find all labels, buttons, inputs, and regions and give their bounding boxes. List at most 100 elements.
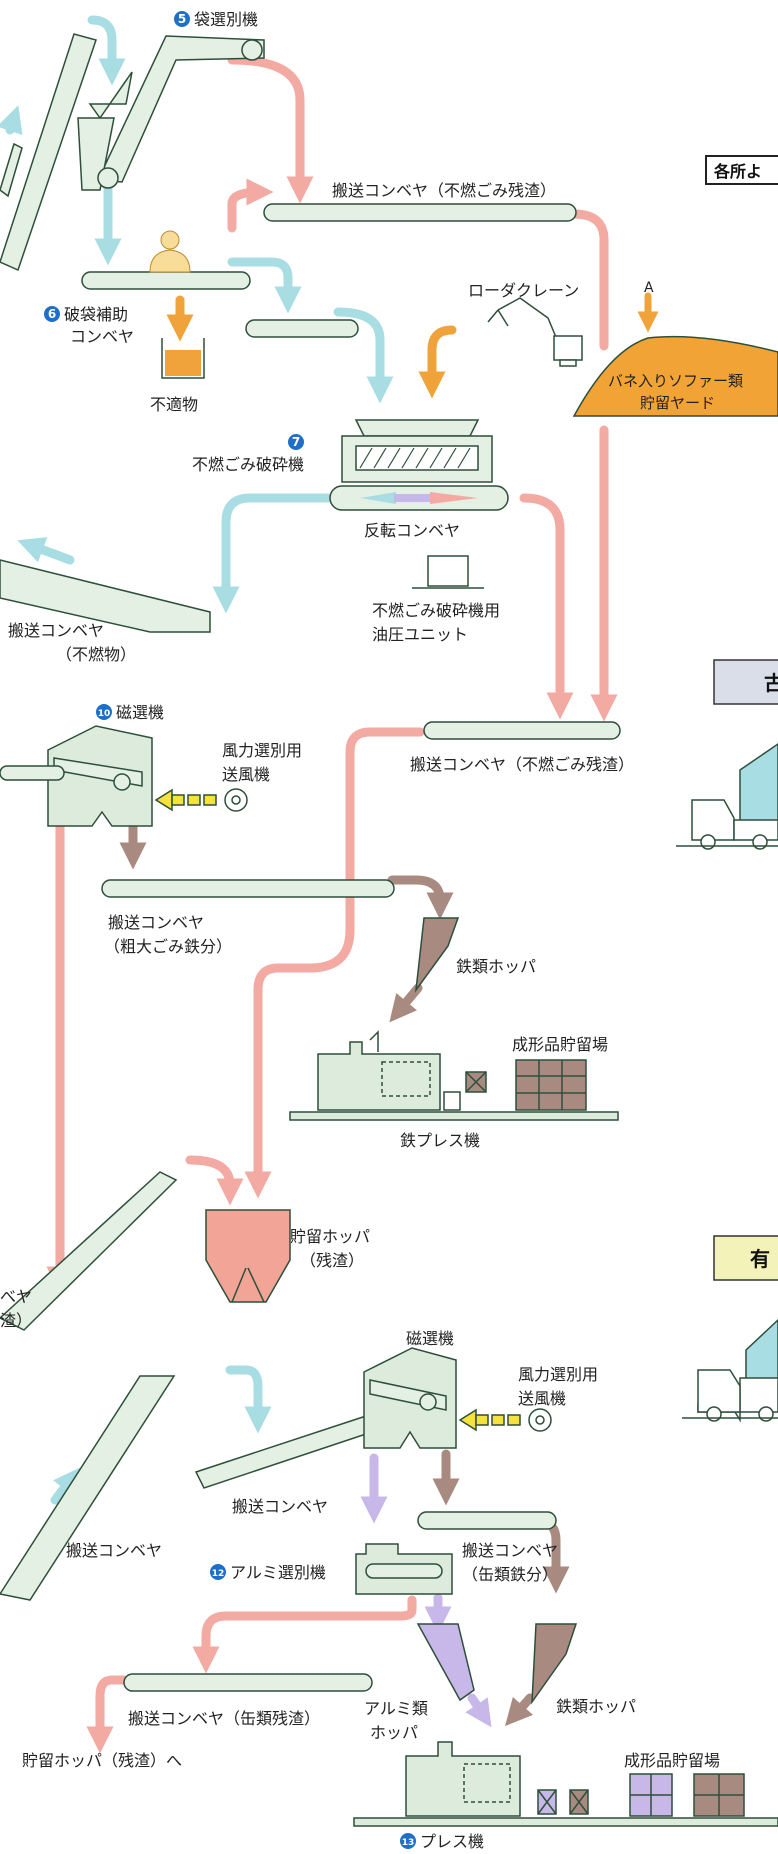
badge-6-text: 6 [48, 307, 56, 321]
inclined-conveyor-nonburnables [0, 559, 211, 633]
magnetic-separator-1 [0, 725, 153, 827]
label-bulky-iron-1: 搬送コンベヤ [108, 913, 204, 932]
label-conveyor-a: 搬送コンベヤ [232, 1497, 328, 1516]
iron-hopper-1 [414, 917, 460, 993]
label-can-iron-2: （缶類鉄分） [462, 1565, 558, 1584]
flow-cyan-6 [225, 1365, 272, 1434]
label-marker-a: A [644, 280, 654, 296]
belt-conveyors [81, 203, 621, 1692]
label-can-residue: 搬送コンベヤ（缶類残渣） [128, 1709, 320, 1728]
flow-lines [0, 15, 659, 1754]
label-crusher: 不燃ごみ破砕機 [192, 455, 304, 474]
flow-pink-6 [244, 727, 425, 1199]
inclined-conveyor-top-left [0, 33, 97, 272]
conveyor-bulky-iron [101, 879, 395, 898]
badge-6 [44, 306, 60, 322]
crusher-machine [329, 419, 509, 511]
storage-yard-pile [572, 335, 778, 417]
step-badges: 5 6 7 10 12 13 [44, 11, 416, 1849]
conveyor-nonburnable-residue-top [263, 203, 577, 222]
section-box-top [705, 155, 778, 185]
label-air-blower-2b: 送風機 [518, 1389, 566, 1408]
label-aluminum-hopper-1: アルミ類 [364, 1699, 428, 1718]
label-hydraulic-unit-1: 不燃ごみ破砕機用 [372, 601, 500, 620]
label-spring-sofa-2: 貯留ヤード [640, 394, 715, 412]
badge-12-text: 12 [212, 1569, 225, 1579]
label-bag-aid-2: コンベヤ [70, 327, 134, 346]
label-air-blower-1a: 風力選別用 [222, 741, 302, 760]
truck-icon-1 [676, 743, 778, 850]
label-conveyor-residue-top: 搬送コンベヤ（不燃ごみ残渣） [332, 181, 556, 200]
label-magnetic-separator-1: 磁選機 [116, 703, 164, 722]
flow-cyan-8 [0, 105, 23, 136]
worker-figure [149, 230, 191, 273]
conveyor-nonburnable-residue-mid [423, 721, 621, 740]
label-section-mid: 古 [764, 671, 778, 695]
label-spring-sofa-1: バネ入りソファー類 [608, 372, 743, 390]
label-press: プレス機 [420, 1832, 484, 1851]
flow-pink-3 [569, 209, 609, 351]
label-conveyor-residue-mid: 搬送コンベヤ（不燃ごみ残渣） [410, 755, 634, 774]
flow-pink-1 [227, 55, 314, 204]
badge-10-text: 10 [98, 709, 111, 719]
section-box-low [713, 1235, 778, 1281]
blower-1 [154, 788, 248, 812]
section-box-mid [713, 659, 778, 705]
magnetic-separator-2 [363, 1347, 457, 1449]
label-conveyor-b: 搬送コンベヤ [66, 1541, 162, 1560]
label-left-edge-2: 渣） [0, 1311, 32, 1330]
label-can-iron-1: 搬送コンベヤ [462, 1541, 558, 1560]
label-aluminum-hopper-2: ホッパ [370, 1723, 418, 1742]
flow-pink-9 [192, 1595, 417, 1674]
label-iron-press: 鉄プレス機 [400, 1131, 480, 1150]
label-air-blower-2a: 風力選別用 [518, 1365, 598, 1384]
flow-cyan-7 [50, 1467, 81, 1505]
iron-press-machine [289, 1030, 619, 1121]
badge-13-text: 13 [402, 1838, 415, 1848]
label-iron-hopper-2: 鉄類ホッパ [556, 1697, 636, 1716]
unsuitable-container [161, 338, 205, 379]
aluminum-hopper [416, 1623, 475, 1702]
label-storage-hopper-1: 貯留ホッパ [290, 1227, 370, 1246]
inclined-conveyor-lower-left [0, 1375, 176, 1601]
flow-pink-10 [86, 1675, 129, 1754]
hydraulic-unit [412, 555, 484, 589]
flow-brown-2 [387, 875, 454, 920]
flow-brown-6 [505, 1693, 535, 1727]
label-to-storage-hopper: 貯留ホッパ（残渣）へ [22, 1751, 182, 1770]
label-loader-crane: ローダクレーン [468, 281, 579, 300]
conveyor-can-iron [417, 1511, 557, 1530]
badge-7-text: 7 [292, 435, 300, 449]
badge-10 [96, 704, 112, 720]
badge-7 [288, 434, 304, 450]
label-conveyor-nonburnables-2: （不燃物） [56, 645, 136, 664]
label-section-top: 各所よ [713, 162, 762, 181]
label-storage-hopper-2: （残渣） [300, 1251, 364, 1270]
label-section-low: 有 [750, 1247, 770, 1271]
label-conveyor-nonburnables-1: 搬送コンベヤ [8, 621, 104, 640]
label-bag-sorter: 袋選別機 [194, 10, 258, 29]
press-machine [353, 1741, 778, 1827]
flow-pink-2 [227, 178, 274, 233]
flow-brown-3 [389, 983, 423, 1023]
inclined-conveyors [0, 33, 211, 1601]
label-hydraulic-unit-2: 油圧ユニット [372, 625, 468, 644]
label-left-edge-1: べヤ [0, 1287, 32, 1306]
flow-cyan-3 [227, 257, 302, 314]
blower-2 [458, 1408, 552, 1432]
flow-cyan-4 [333, 307, 394, 404]
flow-pink-5 [519, 493, 574, 720]
conveyor-bag-aid [81, 271, 251, 290]
aluminum-separator-machine [355, 1543, 453, 1595]
flow-orange-2 [418, 325, 457, 399]
flow-lav-3 [465, 1693, 492, 1728]
badge-12 [210, 1564, 226, 1580]
truck-icon-2 [682, 1318, 778, 1423]
label-bulky-iron-2: （粗大ごみ鉄分） [104, 937, 232, 956]
storage-hopper [205, 1209, 291, 1303]
iron-hopper-2 [531, 1623, 578, 1705]
flow-cyan-1 [87, 15, 126, 86]
inclined-conveyor-storage-left [0, 1171, 178, 1331]
